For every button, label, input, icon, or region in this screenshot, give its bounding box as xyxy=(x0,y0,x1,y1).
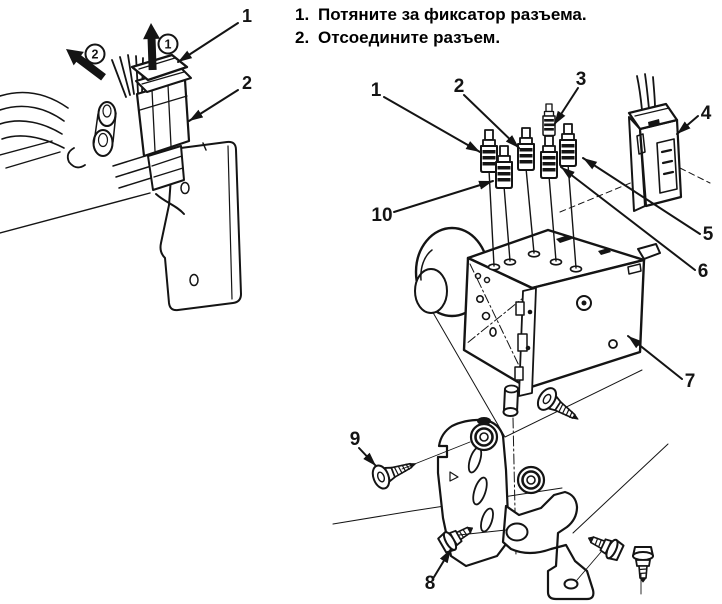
harness-boot xyxy=(92,101,117,157)
callout-2-label: 2 xyxy=(242,73,252,93)
alignment-lines xyxy=(401,441,642,595)
abs-callout-2-label: 2 xyxy=(454,76,465,97)
abs-callout-5-leader xyxy=(582,157,701,235)
abs-callout-1-leader xyxy=(383,96,481,153)
bracket-bolt-right xyxy=(583,527,626,563)
instruction-step-1-text: Потяните за фиксатор разъема. xyxy=(318,5,587,24)
rubber-grommet-top xyxy=(469,417,499,452)
connector-wire-tail xyxy=(155,193,185,215)
motion-marker-2: 2 xyxy=(84,43,106,65)
mounting-bracket xyxy=(436,417,595,601)
callout-2-leader xyxy=(188,89,239,122)
connector-wires xyxy=(111,54,150,98)
rubber-grommet-right xyxy=(516,465,546,495)
abs-callout-3-label: 3 xyxy=(576,69,587,90)
abs-callout-9-label: 9 xyxy=(350,429,361,450)
abs-callout-2-leader xyxy=(463,94,520,149)
pull-out-arrow xyxy=(66,49,106,81)
brake-line-fitting-3 xyxy=(540,135,558,179)
brake-line-fitting-1 xyxy=(480,129,498,173)
callout-1-leader xyxy=(177,22,239,63)
callout-1-label: 1 xyxy=(242,6,252,26)
motion-marker-2-label: 2 xyxy=(92,48,99,62)
connector-lock-tab xyxy=(130,53,189,82)
abs-callout-4-label: 4 xyxy=(701,103,712,124)
bracket-bolt-far-right xyxy=(632,546,654,583)
abs-callout-4-leader xyxy=(676,115,699,135)
abs-callout-10-leader xyxy=(393,180,494,213)
instruction-step-2-number: 2. xyxy=(295,28,310,47)
abs-callout-8-label: 8 xyxy=(425,573,436,594)
abs-callout-8-leader xyxy=(433,548,452,578)
instruction-step-2: 2. Отсоедините разъем. xyxy=(295,26,587,49)
abs-callout-7-label: 7 xyxy=(685,371,696,392)
abs-relay-connector xyxy=(627,73,683,212)
abs-callout-6-label: 6 xyxy=(698,261,709,282)
bracket-foot-hole xyxy=(563,578,579,590)
abs-callout-6-leader xyxy=(560,166,696,271)
abs-callout-10-label: 10 xyxy=(371,205,392,226)
abs-callout-3-leader xyxy=(553,87,579,126)
brake-line-fitting-5 xyxy=(559,123,577,167)
mounting-stud xyxy=(533,383,586,431)
brake-line-fitting-2 xyxy=(517,127,535,171)
instruction-list: 1. Потяните за фиксатор разъема. 2. Отсо… xyxy=(295,3,587,49)
brake-line-fitting-10 xyxy=(495,145,513,189)
motion-marker-1: 1 xyxy=(157,33,179,55)
instruction-step-2-text: Отсоедините разъем. xyxy=(318,28,501,47)
ecu-bracket xyxy=(159,140,242,312)
connector-body xyxy=(135,67,192,191)
instruction-step-1-number: 1. xyxy=(295,5,310,24)
abs-callout-1-label: 1 xyxy=(371,80,382,101)
abs-callout-7-leader xyxy=(627,335,683,380)
abs-hydraulic-unit xyxy=(462,228,661,397)
instruction-step-1: 1. Потяните за фиксатор разъема. xyxy=(295,3,587,26)
brake-line-fitting-3-upper xyxy=(542,103,556,137)
bolt-9 xyxy=(368,451,421,492)
motion-marker-1-label: 1 xyxy=(165,38,172,52)
abs-unit-figure: 1 2 3 4 5 6 7 8 9 10 xyxy=(332,69,714,601)
abs-callout-5-label: 5 xyxy=(703,224,714,245)
abs-callout-9-leader xyxy=(358,447,377,467)
connector-removal-figure: 1 2 1 2 xyxy=(0,6,252,312)
bracket-bolt-hole xyxy=(505,522,529,542)
bleeder-cap xyxy=(502,384,519,417)
pull-up-arrow xyxy=(143,23,161,71)
